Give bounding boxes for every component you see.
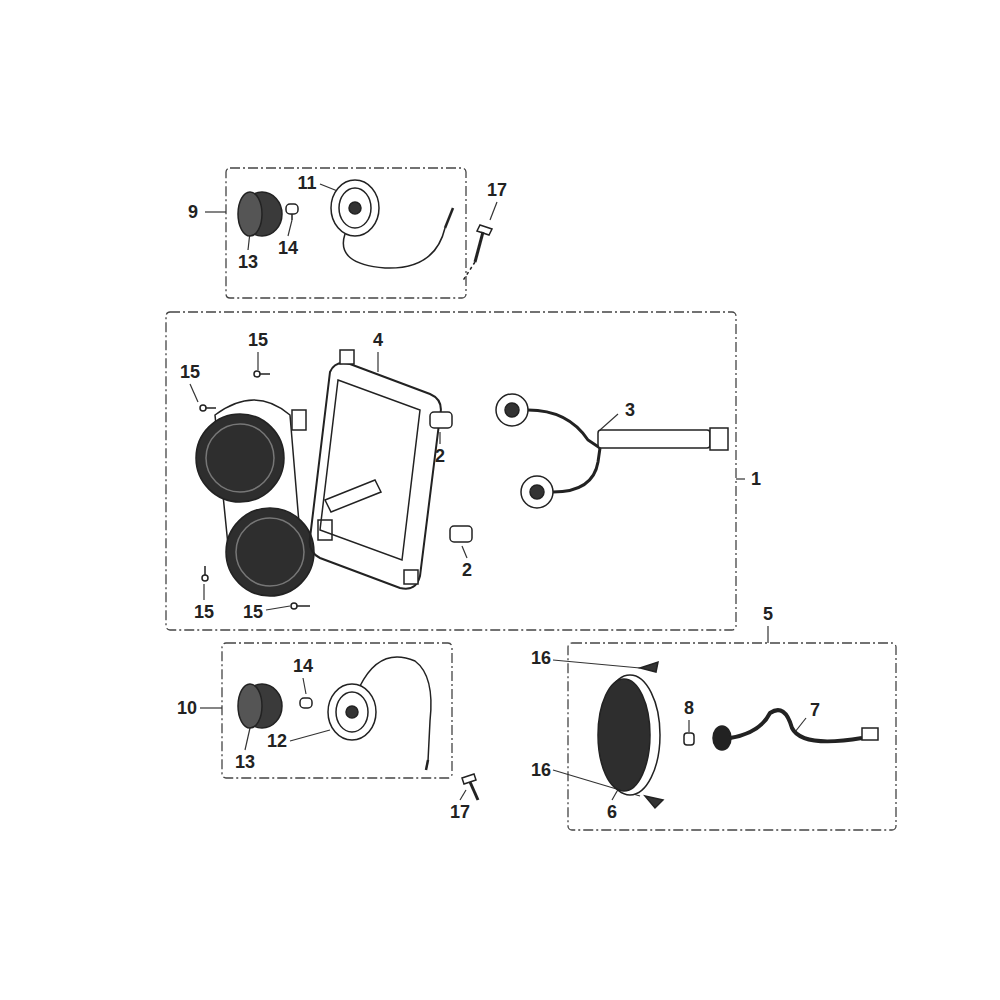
callout-number: 14	[276, 238, 300, 258]
callout-number: 3	[623, 400, 637, 420]
callout-number: 5	[761, 604, 775, 624]
callout-number: 17	[485, 180, 509, 200]
callout-number: 1	[749, 469, 763, 489]
callout-number: 17	[448, 802, 472, 822]
callout-number: 2	[433, 446, 447, 466]
callout-number: 15	[241, 602, 265, 622]
callout-number: 15	[192, 602, 216, 622]
callout-number: 12	[265, 731, 289, 751]
callout-number: 15	[178, 362, 202, 382]
callout-number: 4	[371, 330, 385, 350]
callout-number: 9	[186, 202, 200, 222]
callout-number: 13	[233, 752, 257, 772]
callout-number: 13	[236, 252, 260, 272]
callout-number: 6	[605, 802, 619, 822]
callout-number: 16	[529, 760, 553, 780]
callout-number: 7	[808, 700, 822, 720]
callout-number: 15	[246, 330, 270, 350]
callout-number: 2	[460, 560, 474, 580]
callout-number: 10	[175, 698, 199, 718]
callout-number: 16	[529, 648, 553, 668]
callout-number: 8	[682, 698, 696, 718]
callout-number: 11	[295, 173, 318, 193]
callout-number: 14	[291, 656, 315, 676]
